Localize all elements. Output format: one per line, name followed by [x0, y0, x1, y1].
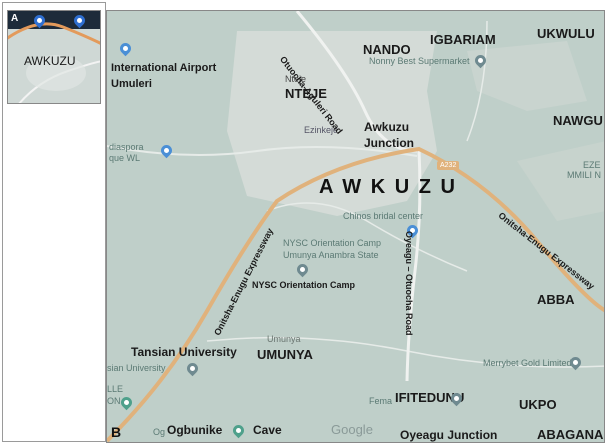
poi-alle-1: LLE	[107, 384, 124, 394]
poi-chinos: Chinos bridal center	[343, 211, 424, 221]
minor-road	[466, 20, 488, 142]
place-umunya: UMUNYA	[257, 347, 313, 362]
google-logo: Google	[331, 422, 373, 437]
awkuzu-spaced-title: A W K U Z U	[319, 176, 457, 198]
place-oyeagu-junction: Oyeagu Junction	[400, 428, 498, 442]
poi-alle-2: ON	[107, 396, 121, 406]
place-umunya-small: Umunya	[267, 334, 301, 344]
poi-nysc-label: NYSC Orientation Camp	[252, 280, 356, 290]
poi-merrybet: Merrybet Gold Limited	[483, 358, 572, 368]
place-nteje-small: Nteje	[285, 74, 307, 84]
poi-eze-2: MMILI N	[567, 170, 602, 180]
poi-diaspora-2: que WL	[109, 153, 141, 163]
poi-tansian: Tansian University	[131, 345, 237, 359]
poi-fema: Fema	[369, 396, 393, 406]
place-igbariam: IGBARIAM	[430, 32, 496, 47]
map-graphics	[107, 11, 604, 442]
road-a232-shield: A232	[437, 161, 460, 170]
oyeagu-otuocha-road	[405, 150, 422, 382]
place-abba: ABBA	[537, 292, 575, 307]
urban-area	[227, 31, 437, 216]
urban-area	[467, 41, 587, 111]
place-awkuzu-junction-2: Junction	[364, 136, 414, 150]
road-oyeagu-otuocha: Oyeagu – Otuocha Road	[404, 231, 414, 336]
place-nteje: NTEJE	[285, 86, 327, 101]
minor-road	[107, 145, 418, 157]
poi-airport-2: Umuleri	[111, 78, 152, 90]
onitsha-enugu-expressway	[107, 146, 604, 442]
panel-a-town-label: AWKUZU	[24, 54, 76, 68]
inset-map-graphics	[8, 11, 100, 103]
poi-cave: Cave	[253, 423, 282, 437]
place-abagana: ABAGANA	[537, 427, 604, 442]
inset-map-a: A AWKUZU	[7, 10, 101, 104]
poi-ogbunike-small: Og	[153, 427, 166, 437]
main-map-b: NANDO IGBARIAM UKWULU Nteje NTEJE Ezinke…	[106, 10, 605, 443]
poi-diaspora-1: diaspora	[109, 142, 144, 152]
poi-nysc-2: Umunya Anambra State	[283, 250, 379, 260]
place-ukwulu: UKWULU	[537, 26, 595, 41]
poi-nysc-1: NYSC Orientation Camp	[283, 238, 382, 248]
place-awkuzu-junction-1: Awkuzu	[364, 120, 410, 134]
poi-tansian-small: sian University	[107, 363, 166, 373]
panel-a-letter: A	[11, 13, 19, 24]
otuocha-aguleri-road	[295, 11, 418, 153]
minor-road	[266, 202, 468, 272]
place-nando: NANDO	[363, 42, 411, 57]
place-nawgu: NAWGU	[553, 113, 603, 128]
poi-ogbunike: Ogbunike	[167, 423, 223, 437]
poi-nonny-best: Nonny Best Supermarket	[369, 56, 470, 66]
place-ezinkeje: Ezinkeje	[304, 125, 339, 135]
poi-eze-1: EZE	[583, 160, 601, 170]
panel-b-letter: B	[111, 424, 122, 440]
poi-airport-1: International Airport	[111, 62, 217, 74]
place-ukpo: UKPO	[519, 397, 557, 412]
place-ifitedunu: IFITEDUNU	[395, 390, 465, 405]
urban-area	[517, 141, 604, 221]
